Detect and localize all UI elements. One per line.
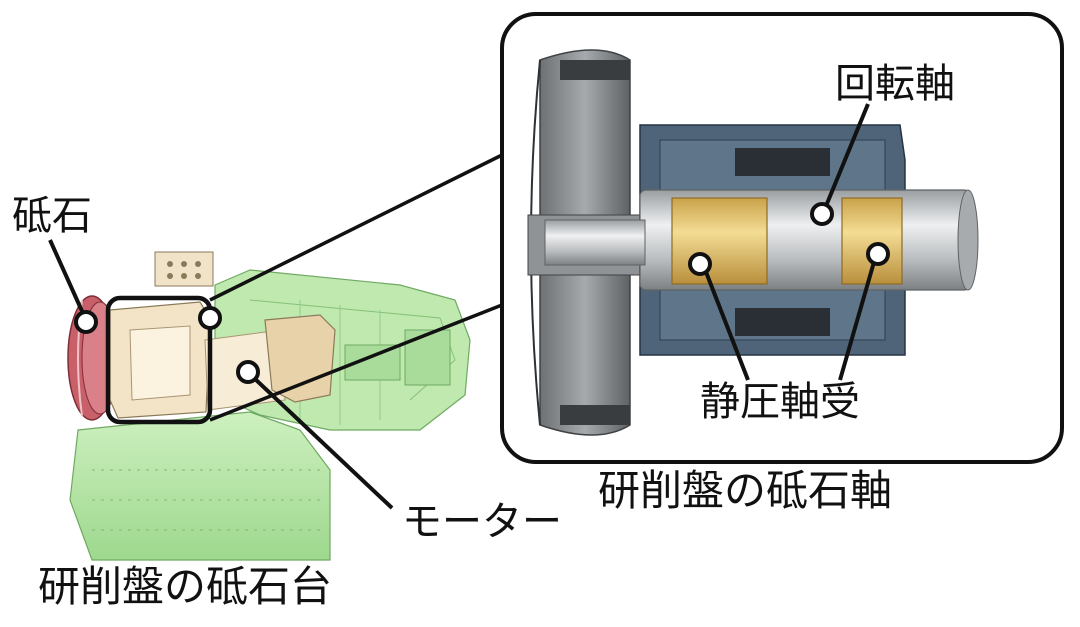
shaft-leader <box>824 103 870 207</box>
top-terminal-box <box>154 251 214 287</box>
rotating-shaft-label: 回転軸 <box>835 61 955 107</box>
grindstone-marker <box>74 310 98 334</box>
spindle-cross-section <box>527 49 979 436</box>
machine-base-shape <box>69 411 331 561</box>
callout-connector-lower <box>209 303 503 422</box>
bearing-leader-right <box>838 261 876 381</box>
bearing-leader-left <box>704 271 750 381</box>
grindstone-label: 砥石 <box>12 193 92 239</box>
motor-marker <box>236 360 260 384</box>
motor-cover <box>264 314 336 403</box>
motor-leader <box>252 376 394 510</box>
spindle-caption: 研削盤の砥石軸 <box>598 466 893 515</box>
bearing-marker-right <box>866 242 890 266</box>
spindle-highlight-frame <box>105 295 213 425</box>
grinding-head-caption: 研削盤の砥石台 <box>38 562 333 611</box>
grindstone-leader <box>48 239 88 321</box>
bearing-left <box>671 197 768 285</box>
motor-label: モーター <box>402 499 562 545</box>
hydrostatic-bearing-label: 静圧軸受 <box>700 379 860 425</box>
shaft-marker <box>810 202 834 226</box>
callout-connector-upper <box>209 153 503 302</box>
bearing-marker-left <box>688 252 712 276</box>
spindle-marker <box>198 306 222 330</box>
